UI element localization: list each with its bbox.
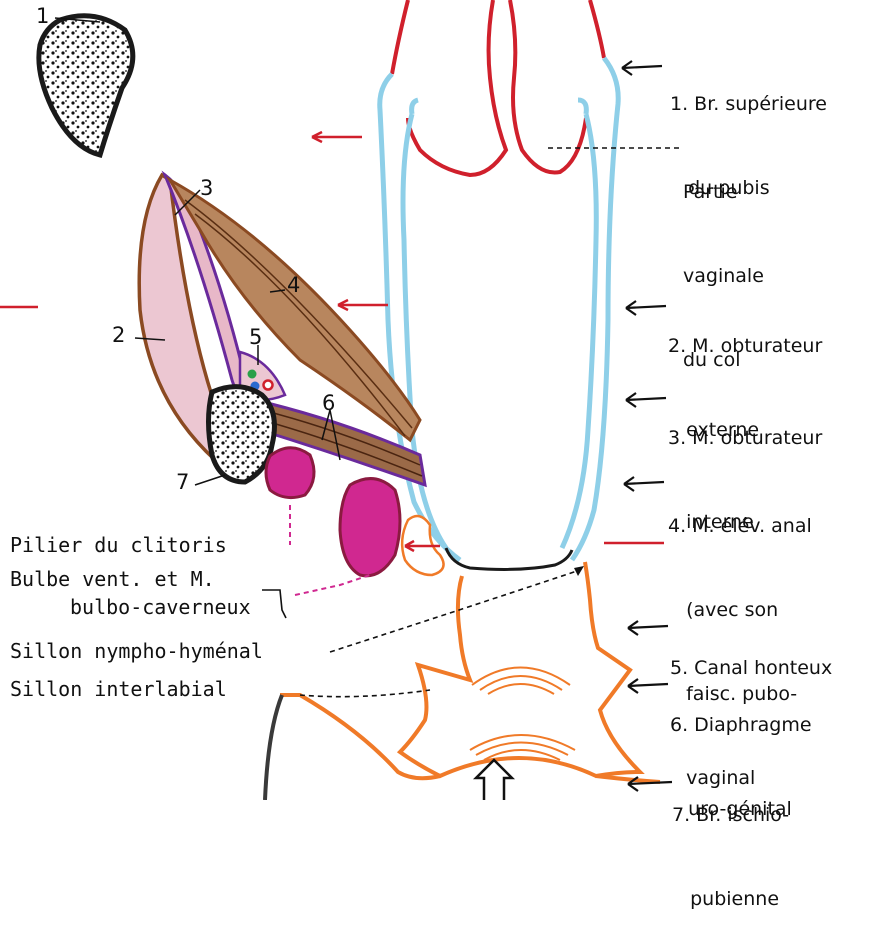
number-3: 3 xyxy=(200,176,213,200)
number-7: 7 xyxy=(176,470,189,494)
nympho-hymenal-leader xyxy=(330,570,580,652)
legend-obturator-internus-line-1: 3. M. obturateur xyxy=(668,424,822,452)
vestibular-bulb xyxy=(340,479,400,576)
pubis-outline-left xyxy=(392,0,408,74)
number-4: 4 xyxy=(287,273,300,297)
pudendal-nerve-red xyxy=(264,381,273,390)
number-1: 1 xyxy=(36,4,49,28)
pubic-bone-section xyxy=(39,16,133,155)
number-6: 6 xyxy=(322,391,335,415)
legend-levator-ani-line-1: 4. M. élév. anal xyxy=(668,512,812,540)
bulb-label-bracket xyxy=(262,590,286,618)
label-interlabial-groove: Sillon interlabial xyxy=(10,676,227,703)
legend-arrow-1 xyxy=(622,61,662,75)
interlabial-leader xyxy=(300,690,430,697)
ischiopubic-bone-section xyxy=(209,387,275,482)
vulva-lower-line xyxy=(280,695,440,778)
legend-arrow-4 xyxy=(624,477,664,491)
pubis-outline-right xyxy=(590,0,604,58)
vulva-right-lower xyxy=(596,776,660,782)
red-arrow-upper xyxy=(312,132,362,142)
legend-pubis-line-1: 1. Br. supérieure xyxy=(670,90,827,118)
clitoral-crus xyxy=(266,448,314,498)
number-2: 2 xyxy=(112,323,125,347)
legend-ischiopubic-ramus: 7. Br. ischio- pubienne xyxy=(672,745,789,941)
legend-arrow-5 xyxy=(628,621,668,635)
legend-arrow-7 xyxy=(628,777,672,791)
vagina-inner-wall xyxy=(403,114,596,548)
legend-arrow-2 xyxy=(626,301,666,315)
open-arrow-up xyxy=(476,760,512,800)
legend-ischiopubic-ramus-line-1: 7. Br. ischio- xyxy=(672,801,789,829)
label-vestibular-bulb-2: bulbo-caverneux xyxy=(70,594,251,621)
vagina-fornix xyxy=(412,100,587,114)
legend-obturator-externus-line-1: 2. M. obturateur xyxy=(668,332,822,360)
bulb-leader xyxy=(295,575,370,595)
label-7-leader xyxy=(195,475,225,485)
number-5: 5 xyxy=(249,325,262,349)
nympho-hymenal-arrowhead xyxy=(574,566,584,576)
legend-arrow-3 xyxy=(626,393,666,407)
label-vestibular-bulb-1: Bulbe vent. et M. xyxy=(10,566,215,593)
left-labium-edge xyxy=(265,695,282,800)
cervix-outline-right xyxy=(510,0,586,173)
vulva-outline xyxy=(400,562,640,776)
cervix-outline-left xyxy=(408,0,506,175)
legend-cervix-line-1: Partie xyxy=(683,178,764,206)
label-nympho-hymenal-groove: Sillon nympho-hyménal xyxy=(10,638,263,665)
label-clitoral-crus: Pilier du clitoris xyxy=(10,532,227,559)
legend-ischiopubic-ramus-line-2: pubienne xyxy=(672,885,789,913)
pudendal-vessel-green xyxy=(248,370,257,379)
red-arrow-middle xyxy=(338,300,388,310)
legend-arrow-6 xyxy=(628,679,668,693)
hymen-folds-upper xyxy=(472,668,570,695)
legend-urogenital-diaphragm-line-1: 6. Diaphragme xyxy=(670,711,812,739)
vaginal-orifice xyxy=(446,548,572,569)
